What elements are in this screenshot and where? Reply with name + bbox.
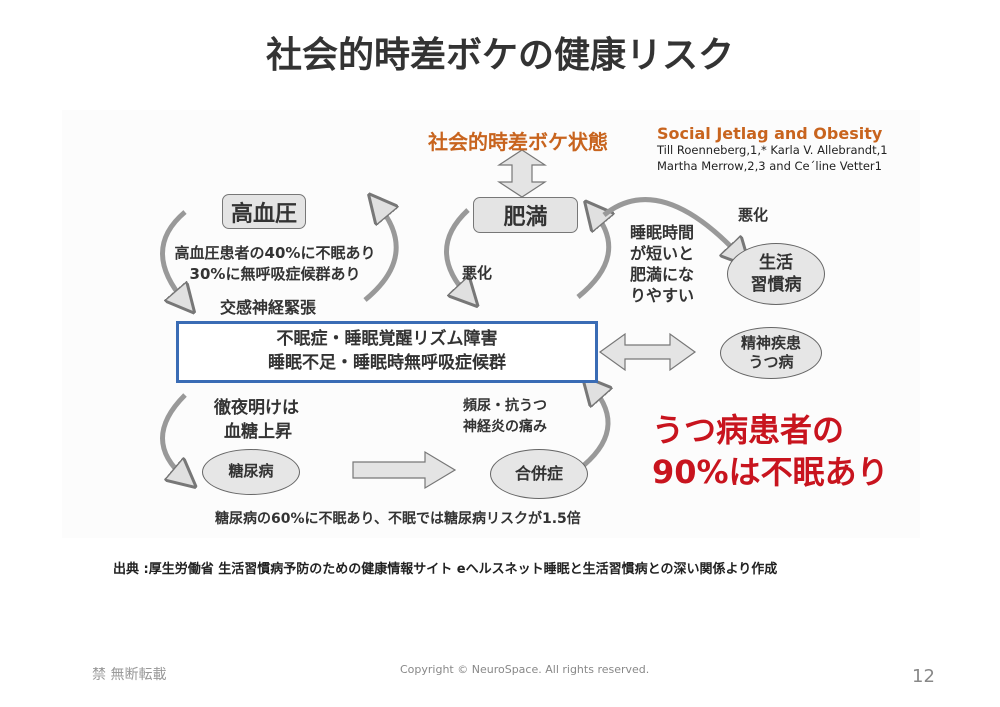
reference-authors-1: Till Roenneberg,1,* Karla V. Allebrandt,… <box>657 143 888 157</box>
complications-ellipse: 合併症 <box>490 449 588 499</box>
sleep-note-line: が短いと <box>630 244 695 263</box>
worsen-label-left: 悪化 <box>462 264 493 282</box>
diabetes-ellipse: 糖尿病 <box>202 449 300 495</box>
obesity-box: 肥満 <box>473 197 578 233</box>
sleep-note-line: 肥満にな <box>630 265 695 284</box>
sleep-duration-note: 睡眠時間 が短いと 肥満にな りやすい <box>630 222 694 306</box>
double-arrow-horizontal <box>598 332 697 372</box>
curved-arrow <box>363 205 396 302</box>
sleep-disorder-box: 不眠症・睡眠覚醒リズム障害 睡眠不足・睡眠時無呼吸症候群 <box>176 321 598 383</box>
hypertension-note-2: 30%に無呼吸症候群あり <box>189 265 361 283</box>
curved-arrow <box>602 197 740 256</box>
allnighter-line: 血糖上昇 <box>224 422 292 442</box>
lifestyle-line: 生活 <box>759 252 793 273</box>
reference-authors-2: Martha Merrow,2,3 and Ce´line Vetter1 <box>657 159 882 173</box>
right-arrow <box>352 450 457 490</box>
mental-illness-ellipse: 精神疾患 うつ病 <box>720 327 822 379</box>
allnighter-line: 徹夜明けは <box>214 398 299 418</box>
curved-arrow <box>444 208 469 296</box>
no-reproduction-note: 禁 無断転載 <box>92 667 167 683</box>
curved-arrow <box>576 387 608 472</box>
allnighter-note: 徹夜明けは 血糖上昇 <box>214 396 299 444</box>
sympathetic-label: 交感神経緊張 <box>220 298 317 317</box>
mental-line: 精神疾患 <box>740 333 801 352</box>
page-title: 社会的時差ボケの健康リスク <box>265 35 734 76</box>
hypertension-note-1: 高血圧患者の40%に不眠あり <box>174 244 376 262</box>
worsen-label-right: 悪化 <box>738 206 769 224</box>
hypertension-box: 高血圧 <box>222 194 306 229</box>
social-jetlag-state-label: 社会的時差ボケ状態 <box>428 130 608 154</box>
curved-arrow <box>160 393 186 478</box>
source-citation: 出典 :厚生労働省 生活習慣病予防のための健康情報サイト eヘルスネット睡眠と生… <box>113 562 778 577</box>
complication-line: 頻尿・抗うつ <box>463 398 547 414</box>
lifestyle-disease-ellipse: 生活 習慣病 <box>727 243 825 305</box>
depression-highlight: うつ病患者の 90%は不眠あり <box>652 410 889 493</box>
reference-title: Social Jetlag and Obesity <box>657 124 883 143</box>
copyright: Copyright © NeuroSpace. All rights reser… <box>400 663 650 676</box>
curved-arrow <box>576 212 609 299</box>
sleep-note-line: 睡眠時間 <box>630 223 695 242</box>
curved-arrow <box>160 210 186 302</box>
sleep-disorder-line: 不眠症・睡眠覚醒リズム障害 <box>276 329 498 350</box>
sleep-note-line: りやすい <box>630 286 695 305</box>
double-arrow-vertical <box>496 149 548 198</box>
diabetes-note: 糖尿病の60%に不眠あり、不眠では糖尿病リスクが1.5倍 <box>215 511 581 527</box>
sleep-disorder-line: 睡眠不足・睡眠時無呼吸症候群 <box>268 353 506 373</box>
complication-note: 頻尿・抗うつ 神経炎の痛み <box>463 396 547 438</box>
depression-line: うつ病患者の <box>652 411 845 449</box>
mental-line: うつ病 <box>748 353 794 371</box>
complication-line: 神経炎の痛み <box>463 419 547 435</box>
lifestyle-line: 習慣病 <box>750 275 802 295</box>
page-number: 12 <box>912 666 935 687</box>
depression-line: 90%は不眠あり <box>652 452 889 491</box>
